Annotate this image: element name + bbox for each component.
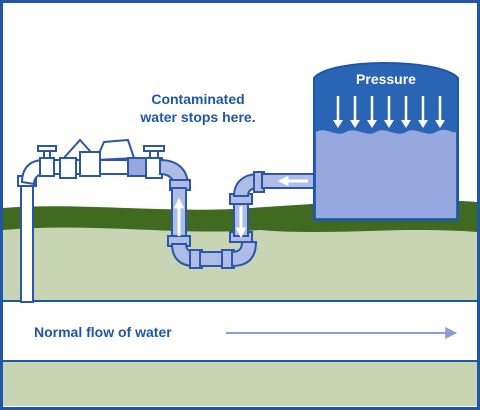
pressure-arrows [333, 96, 445, 128]
contaminated-label-line2: water stops here. [139, 109, 255, 125]
valve-icon [37, 145, 57, 177]
pipe-bottom [199, 251, 225, 267]
bottom-ground [3, 362, 477, 406]
normal-flow-label: Normal flow of water [34, 324, 172, 340]
valve-icon [143, 145, 165, 179]
contaminated-label-line1: Contaminated [151, 91, 244, 107]
pressure-label: Pressure [356, 71, 416, 87]
faucet-riser [20, 179, 34, 303]
